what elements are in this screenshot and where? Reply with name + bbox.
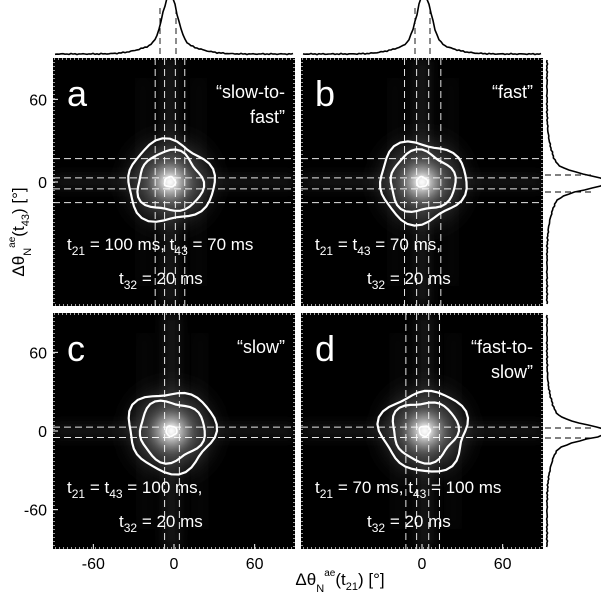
y-axis-label-arg: (t <box>9 226 28 237</box>
panel-b-letter: b <box>315 73 335 114</box>
panel-d-contour <box>376 389 470 473</box>
x-axis-label-delta: Δ <box>295 570 306 589</box>
panel-d-letter: d <box>315 328 335 369</box>
panel-b-timing-line-1: t21 = t43 = 70 ms, <box>315 235 441 258</box>
panel-c-x-tick: 0 <box>170 556 179 573</box>
y-axis-label: ΔθNae(t43) [°] <box>7 187 34 276</box>
x-axis-label-super: ae <box>324 568 336 579</box>
panel-c-y-tick: 0 <box>38 424 47 441</box>
y-axis-label-close: ) <box>9 208 28 214</box>
x-axis-label-arg: (t <box>335 570 346 589</box>
panel-a-title: fast” <box>250 107 285 127</box>
panel-c-contour-inner <box>165 425 178 438</box>
panel-a-y-tick: 60 <box>29 92 47 109</box>
panel-c-timing-line-1: t21 = t43 = 100 ms, <box>67 478 202 501</box>
panel-b-dashed-guides <box>301 58 543 306</box>
panel-d-frame <box>301 313 543 549</box>
panel-b: b “fast” t21 = t43 = 70 ms, t32 = 20 ms <box>301 58 543 306</box>
panel-a-letter: a <box>67 73 88 114</box>
panel-c-contour <box>138 399 206 465</box>
panel-d-x-tick: 0 <box>418 556 427 573</box>
marginal-dashed-guides <box>159 8 593 439</box>
panel-d-contour-inner <box>418 425 432 438</box>
panel-a-timing-line-2: t32 = 20 ms <box>119 269 203 292</box>
y-axis-label-sub: N <box>22 248 34 256</box>
y-axis-label-unit: [°] <box>9 187 28 208</box>
x-axis-label: ΔθNae(t21) [°] <box>295 568 384 595</box>
panel-a-contour <box>136 148 206 212</box>
y-axis-label-theta: θ <box>9 256 28 265</box>
panel-b-timing-line-2: t32 = 20 ms <box>367 269 451 292</box>
panel-d-contour <box>391 401 461 465</box>
panel-d-title: “fast-to- <box>471 337 533 357</box>
marginal-distribution-top-right <box>302 0 542 56</box>
panel-c-title: “slow” <box>237 337 285 357</box>
panel-c-letter: c <box>67 328 85 369</box>
x-axis-label-arg-sub: 21 <box>346 581 358 593</box>
panel-c-y-tick: -60 <box>24 503 47 520</box>
marginal-distribution-right-top <box>545 59 601 305</box>
y-axis-label-super: ae <box>7 236 18 248</box>
panel-d-timing-line-1: t21 = 70 ms, t43 = 100 ms <box>315 478 501 501</box>
panel-d-x-tick: 60 <box>494 556 512 573</box>
panel-d: d “fast-to-slow” t21 = 70 ms, t43 = 100 ms… <box>301 313 543 573</box>
x-axis-label-unit: [°] <box>364 570 385 589</box>
panel-d-dashed-guides <box>301 313 543 549</box>
marginal-distribution-top-left <box>54 0 294 56</box>
panel-a-title: “slow-to- <box>216 82 285 102</box>
panel-c-contour <box>127 391 219 476</box>
panel-c-x-tick: 60 <box>246 556 264 573</box>
x-axis-label-sub: N <box>316 583 324 595</box>
panel-a-contour <box>127 137 217 223</box>
panel-c: c “slow” t21 = t43 = 100 ms, t32 = 20 ms 60 0… <box>24 313 295 573</box>
panel-c-x-tick: -60 <box>82 556 105 573</box>
panel-b-frame <box>301 58 543 306</box>
panel-c-timing-line-2: t32 = 20 ms <box>119 512 203 535</box>
y-axis-label-delta: Δ <box>9 265 28 276</box>
marginal-distribution-right-bottom <box>545 314 601 548</box>
panel-a-timing-line-1: t21 = 100 ms, t43 = 70 ms <box>67 235 253 258</box>
x-axis-label-close: ) <box>358 570 364 589</box>
panel-a-y-tick: 0 <box>38 175 47 192</box>
panel-c-y-tick: 60 <box>29 345 47 362</box>
panel-d-timing-line-2: t32 = 20 ms <box>367 512 451 535</box>
panel-b-title: “fast” <box>492 82 533 102</box>
panel-a: a “slow-to-fast” t21 = 100 ms, t43 = 70 ms… <box>29 58 295 306</box>
panels-group: a “slow-to-fast” t21 = 100 ms, t43 = 70 ms… <box>24 58 543 573</box>
panel-c-frame <box>53 313 295 549</box>
x-axis-label-theta: θ <box>307 570 316 589</box>
panel-c-dashed-guides <box>53 313 295 549</box>
panel-d-title: slow” <box>491 362 533 382</box>
y-axis-label-arg-sub: 43 <box>20 214 32 226</box>
panel-a-dashed-guides <box>53 58 295 306</box>
